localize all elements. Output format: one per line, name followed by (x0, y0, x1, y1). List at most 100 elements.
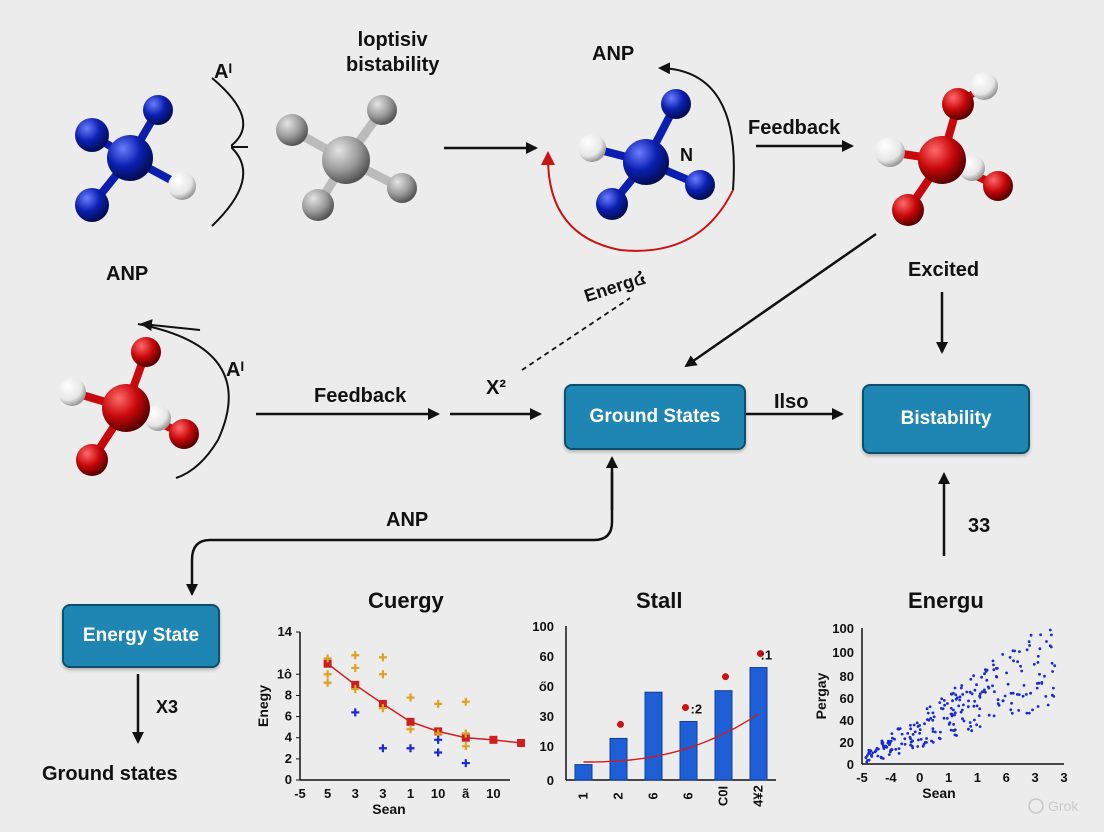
data-point (1027, 640, 1031, 644)
data-point (992, 663, 995, 667)
data-point (991, 659, 995, 663)
data-point (946, 702, 949, 705)
data-point (1038, 647, 1042, 651)
data-point (950, 692, 953, 696)
x-tick-label: 6 (1003, 770, 1010, 785)
bar (714, 690, 733, 781)
data-point (962, 719, 966, 723)
data-point (991, 684, 994, 688)
data-point (987, 713, 991, 717)
annotation-dot (617, 720, 624, 728)
data-point (889, 739, 893, 743)
data-point (909, 743, 912, 747)
molecule-gray (276, 95, 417, 221)
y-tick-label: 100 (832, 645, 854, 660)
x-tick-label: 1 (945, 770, 952, 785)
data-point (865, 760, 869, 764)
bracket-curve-top (211, 77, 245, 227)
y-tick-label: 2 (285, 751, 292, 766)
bistability-box[interactable]: Bistability (862, 384, 1030, 454)
data-point (970, 729, 974, 733)
data-point (921, 744, 925, 748)
annotation-label: :1 (761, 648, 773, 663)
data-point (1031, 708, 1034, 712)
trend-line (327, 663, 522, 744)
label-n: N (680, 145, 693, 165)
y-tick-label: 100 (532, 619, 554, 634)
data-point (931, 727, 935, 731)
data-point (975, 683, 978, 687)
y-tick-label: 20 (840, 735, 854, 750)
y-tick-label: 14 (278, 624, 293, 639)
data-point-plus (351, 663, 360, 672)
data-point (1052, 695, 1056, 698)
data-point (972, 674, 975, 678)
annotation-dot (682, 703, 689, 711)
y-tick-label: 30 (540, 709, 554, 724)
data-point (961, 717, 964, 721)
data-point-plus (351, 708, 360, 717)
data-point-square (489, 735, 498, 744)
data-point (1032, 662, 1036, 666)
data-point-square (378, 699, 387, 708)
data-point (938, 701, 942, 704)
energy-state-box[interactable]: Energy State (62, 604, 220, 668)
data-point (957, 704, 961, 708)
data-point (1020, 669, 1024, 673)
data-point (1036, 661, 1040, 664)
data-point (958, 695, 962, 699)
data-point (950, 714, 954, 718)
data-point (1035, 686, 1039, 690)
bar (574, 764, 593, 781)
data-point (1051, 670, 1054, 673)
data-point (897, 747, 901, 750)
molecule-blue-left (75, 95, 196, 222)
data-point (1018, 650, 1021, 653)
data-point (942, 716, 946, 720)
bar (749, 667, 768, 781)
label-anp-left: ANP (106, 263, 149, 285)
data-point (939, 707, 943, 710)
data-point (1016, 660, 1019, 664)
data-point-plus (378, 653, 387, 662)
data-point (969, 725, 973, 728)
label-excited: Excited (908, 259, 980, 281)
data-point (1029, 633, 1033, 637)
x-tick-label: -5 (856, 770, 868, 785)
data-point (1009, 708, 1013, 712)
data-point (1043, 674, 1046, 678)
data-point (925, 707, 929, 711)
data-point (975, 704, 979, 708)
data-point (955, 734, 958, 737)
dashed-energy-line (521, 297, 631, 371)
y-tick-label: 4 (285, 730, 293, 745)
data-point (886, 741, 890, 745)
data-point (951, 699, 954, 703)
chart-stall-title: Stall (636, 588, 683, 613)
data-point-plus (461, 759, 470, 768)
data-point (1036, 654, 1040, 658)
ground-states-box[interactable]: Ground States (564, 384, 746, 450)
y-tick-label: 1ô (277, 666, 292, 681)
data-point (915, 721, 919, 725)
data-point (1048, 644, 1052, 648)
data-point (940, 697, 944, 701)
data-point (900, 732, 904, 736)
data-point (968, 721, 972, 724)
x-tick-label: 10 (486, 786, 500, 801)
data-point (911, 733, 915, 736)
data-point (962, 703, 965, 707)
data-point (1045, 640, 1048, 643)
molecule-red-right (875, 72, 1013, 226)
x-tick-label: 6 (646, 792, 661, 799)
data-point (891, 736, 894, 740)
data-point (1046, 703, 1050, 707)
x-tick-label: 1 (974, 770, 981, 785)
data-point (908, 735, 912, 739)
y-tick-label: 8 (285, 687, 292, 702)
y-tick-label: 0 (847, 757, 854, 772)
data-point (992, 714, 996, 718)
data-point (953, 728, 957, 732)
data-point (959, 710, 963, 714)
data-point (1038, 672, 1041, 676)
